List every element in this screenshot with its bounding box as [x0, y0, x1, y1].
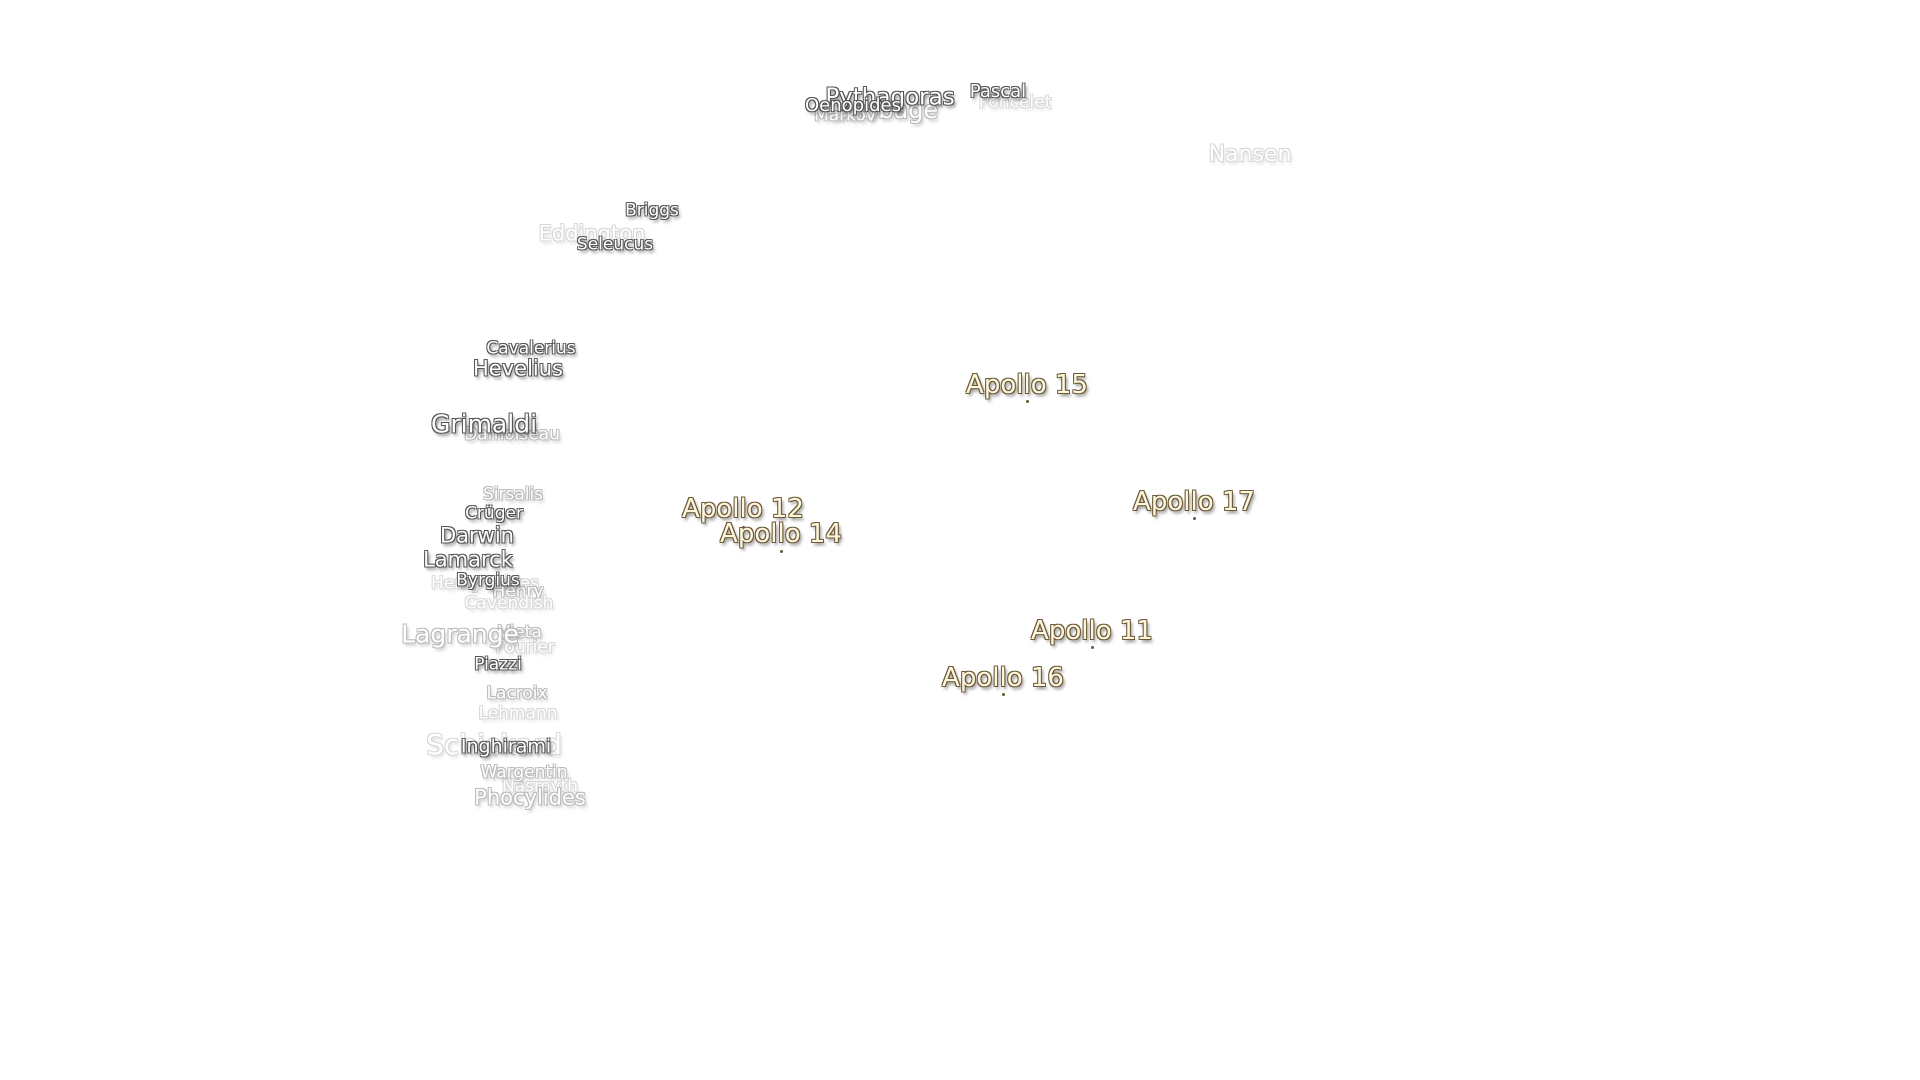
crater-label-fourier: Fourier: [495, 637, 555, 658]
landing-site-marker-apollo-16[interactable]: [1001, 692, 1005, 696]
crater-label-darwin: Darwin: [440, 523, 514, 548]
crater-label-sirsalis: Sirsalis: [482, 484, 544, 505]
crater-label-seleucus: Seleucus: [576, 234, 654, 255]
crater-label-poncelet: Poncelet: [978, 92, 1052, 113]
crater-label-byrgius: Byrgius: [456, 570, 520, 591]
crater-label-hevelius: Hevelius: [473, 356, 563, 381]
crater-label-vieta: Vieta: [498, 622, 542, 643]
crater-label-pythagoras: Pythagoras: [825, 84, 955, 111]
landing-site-label-apollo-17[interactable]: Apollo 17: [1133, 487, 1255, 517]
landing-site-marker-apollo-17[interactable]: [1192, 516, 1196, 520]
landing-site-marker-apollo-15[interactable]: [1025, 399, 1029, 403]
crater-label-damoiseau: Damoiseau: [464, 424, 560, 445]
crater-label-pascal: Pascal: [969, 81, 1027, 102]
landing-site-label-apollo-12[interactable]: Apollo 12: [682, 494, 804, 524]
crater-label-cavendish: Cavendish: [464, 593, 554, 614]
crater-label-phocylides: Phocylides: [474, 785, 586, 810]
crater-label-eddington: Eddington: [538, 221, 646, 246]
crater-label-cruger: Crüger: [465, 503, 523, 524]
crater-label-wargentin: Wargentin: [480, 762, 568, 783]
crater-label-lagrange: Lagrange: [401, 619, 519, 649]
crater-label-briggs: Briggs: [625, 200, 679, 221]
crater-label-henry: Henry: [492, 581, 544, 602]
crater-label-lehmann: Lehmann: [478, 703, 558, 724]
crater-label-markov: Markov: [814, 105, 876, 126]
crater-label-piazzi: Piazzi: [474, 654, 522, 675]
crater-label-inghirami: Inghirami: [460, 735, 552, 758]
crater-label-nansen: Nansen: [1208, 142, 1292, 167]
landing-site-marker-apollo-14[interactable]: [779, 549, 783, 553]
landing-site-marker-apollo-12[interactable]: [741, 525, 745, 529]
landing-site-label-apollo-16[interactable]: Apollo 16: [942, 663, 1064, 693]
landing-site-label-apollo-11[interactable]: Apollo 11: [1031, 616, 1153, 646]
crater-label-oenopides: Oenopides: [805, 95, 901, 116]
crater-label-henry-freres: Henry Frères: [430, 573, 540, 594]
crater-label-lamarck: Lamarck: [423, 547, 513, 572]
crater-label-nasmyth: Nasmyth: [501, 776, 579, 797]
crater-label-schickard: Schickard: [426, 728, 562, 761]
crater-label-cavalerius: Cavalerius: [486, 338, 576, 359]
landing-site-label-apollo-15[interactable]: Apollo 15: [966, 370, 1088, 400]
landing-site-marker-apollo-11[interactable]: [1090, 645, 1094, 649]
crater-label-lacroix: Lacroix: [486, 683, 548, 704]
crater-label-grimaldi: Grimaldi: [430, 409, 538, 439]
crater-label-babbage: Babbage: [831, 96, 939, 124]
landing-site-label-apollo-14[interactable]: Apollo 14: [720, 519, 842, 549]
